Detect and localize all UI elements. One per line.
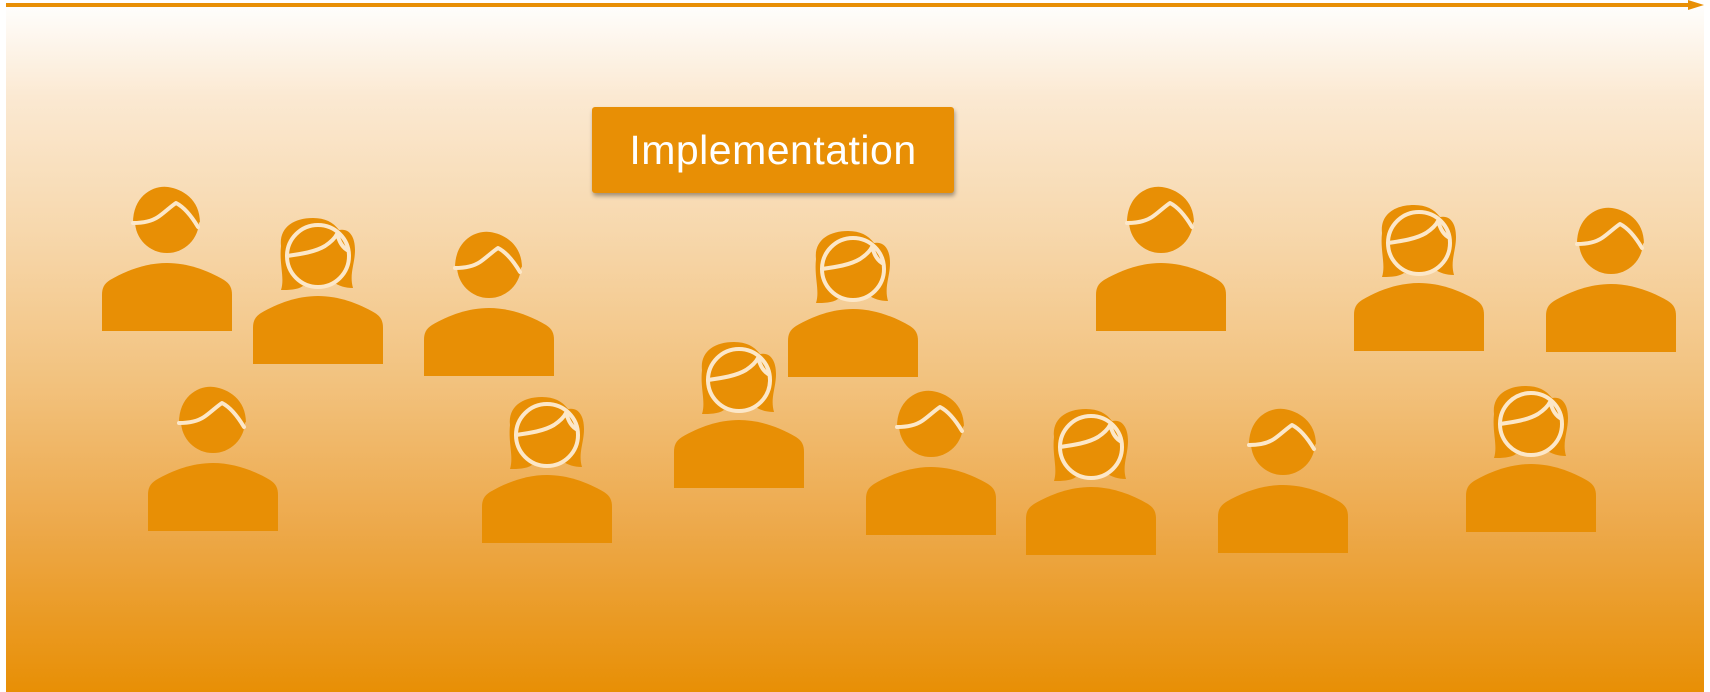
person-male-icon <box>100 184 234 333</box>
person-male-icon <box>1094 184 1228 333</box>
person-male-icon <box>1216 406 1350 555</box>
person-male-icon <box>146 384 280 533</box>
stage-label: Implementation <box>629 126 917 173</box>
person-female-icon <box>251 216 385 366</box>
person-female-icon <box>1352 203 1486 353</box>
person-female-icon <box>480 395 614 545</box>
person-female-icon <box>786 229 920 379</box>
person-female-icon <box>1024 407 1158 557</box>
stage-label-box: Implementation <box>592 107 954 193</box>
person-male-icon <box>864 388 998 537</box>
timeline-arrow <box>6 0 1704 10</box>
person-male-icon <box>422 229 556 378</box>
person-female-icon <box>672 340 806 490</box>
person-male-icon <box>1544 205 1678 354</box>
person-female-icon <box>1464 384 1598 534</box>
